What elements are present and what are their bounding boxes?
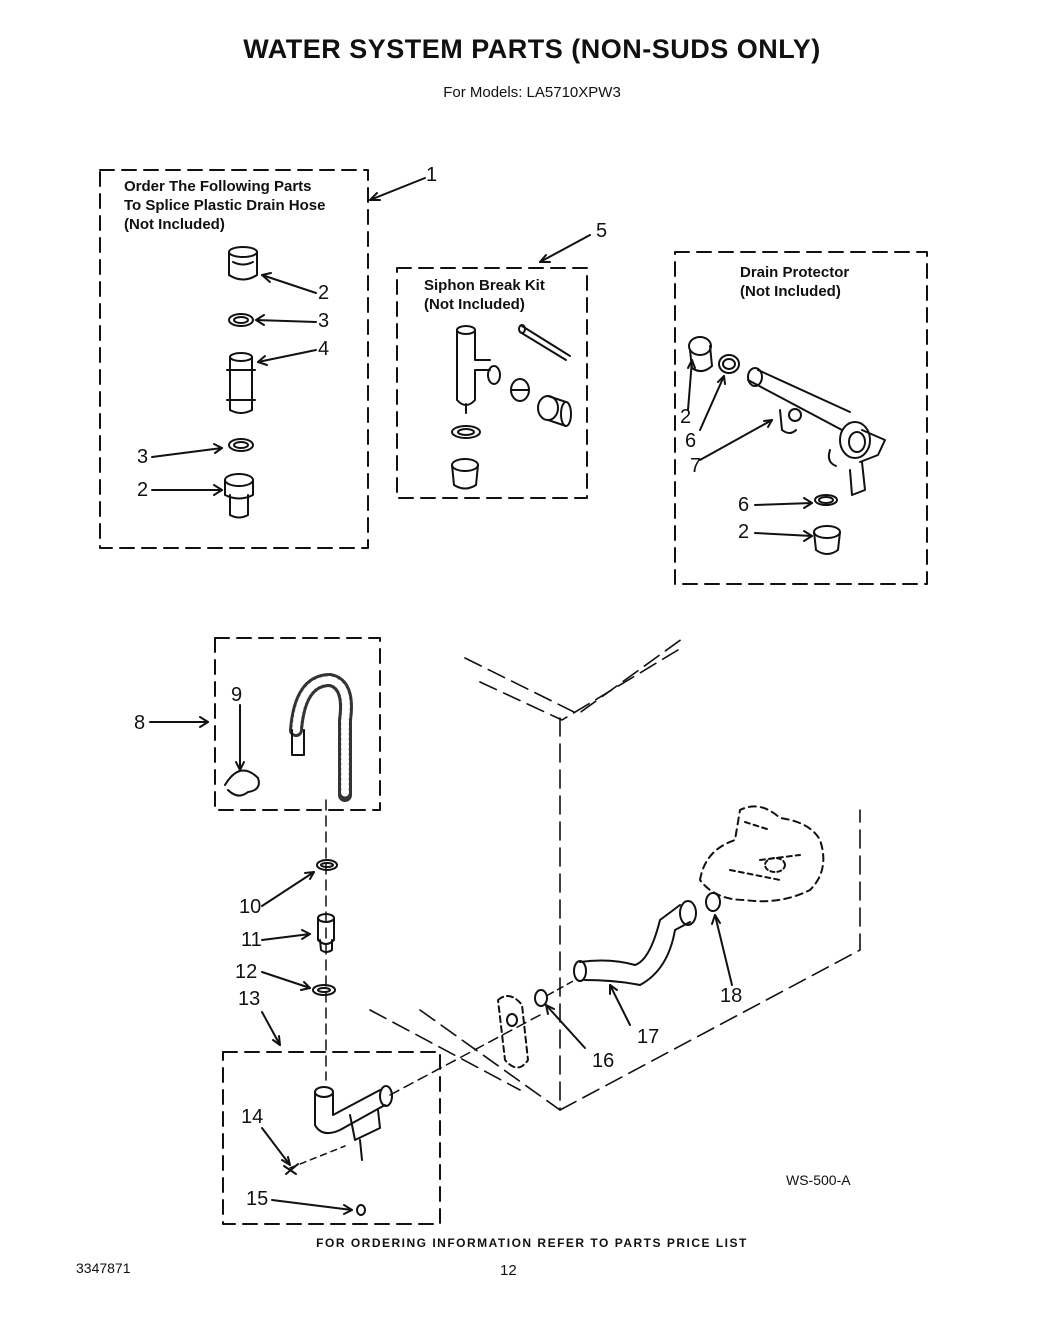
splice-label-line2: To Splice Plastic Drain Hose bbox=[124, 197, 326, 214]
callout-3: 3 bbox=[318, 310, 330, 332]
drawing-code: WS-500-A bbox=[786, 1172, 851, 1188]
callout-18: 18 bbox=[720, 985, 743, 1007]
drain-hose-box bbox=[214, 637, 381, 811]
splice-parts bbox=[151, 177, 426, 519]
splice-label-line1: Order The Following Parts bbox=[124, 178, 312, 195]
model-subtitle: For Models: LA5710XPW3 bbox=[443, 84, 621, 101]
drain-protector-box bbox=[674, 251, 928, 585]
ordering-info: FOR ORDERING INFORMATION REFER TO PARTS … bbox=[316, 1236, 748, 1250]
siphon-label-line1: Siphon Break Kit bbox=[424, 277, 545, 294]
callout-2: 2 bbox=[738, 521, 750, 543]
callout-2: 2 bbox=[318, 282, 330, 304]
siphon-label-line2: (Not Included) bbox=[424, 296, 525, 313]
siphon-parts bbox=[451, 234, 591, 490]
callout-7: 7 bbox=[690, 455, 702, 477]
splice-kit-label: Order The Following Parts To Splice Plas… bbox=[124, 177, 325, 234]
drain-hose-parts bbox=[149, 673, 353, 802]
callout-16: 16 bbox=[592, 1050, 615, 1072]
drain-bracket-box bbox=[222, 1051, 441, 1225]
drain-protector-label: Drain Protector (Not Included) bbox=[740, 263, 849, 301]
callout-12: 12 bbox=[235, 961, 258, 983]
callout-1: 1 bbox=[426, 164, 438, 186]
callout-11: 11 bbox=[241, 929, 262, 951]
callout-9: 9 bbox=[231, 684, 243, 706]
callout-13: 13 bbox=[238, 988, 261, 1010]
protector-label-line1: Drain Protector bbox=[740, 264, 850, 281]
drain-bracket-parts bbox=[261, 1014, 541, 1216]
callout-5: 5 bbox=[596, 220, 608, 242]
callout-17: 17 bbox=[637, 1026, 660, 1048]
pump-hose-parts bbox=[497, 805, 825, 1069]
splice-label-line3: (Not Included) bbox=[124, 216, 225, 233]
callout-3: 3 bbox=[137, 446, 149, 468]
callout-2: 2 bbox=[680, 406, 692, 428]
callout-4: 4 bbox=[318, 338, 330, 360]
document-number: 3347871 bbox=[76, 1260, 131, 1276]
page-number: 12 bbox=[500, 1262, 517, 1279]
callout-14: 14 bbox=[241, 1106, 264, 1128]
callout-10: 10 bbox=[239, 896, 262, 918]
siphon-kit-label: Siphon Break Kit (Not Included) bbox=[424, 276, 545, 314]
drain-protector-parts bbox=[687, 336, 886, 555]
lower-fittings bbox=[261, 799, 338, 1081]
callout-6: 6 bbox=[738, 494, 750, 516]
callout-15: 15 bbox=[246, 1188, 269, 1210]
callout-6: 6 bbox=[685, 430, 697, 452]
splice-kit-box bbox=[99, 169, 369, 549]
callout-8: 8 bbox=[134, 712, 146, 734]
siphon-kit-box bbox=[396, 267, 588, 499]
cabinet-outline bbox=[369, 635, 861, 1111]
callout-2: 2 bbox=[137, 479, 149, 501]
page-title: WATER SYSTEM PARTS (NON-SUDS ONLY) bbox=[243, 34, 821, 64]
protector-label-line2: (Not Included) bbox=[740, 283, 841, 300]
